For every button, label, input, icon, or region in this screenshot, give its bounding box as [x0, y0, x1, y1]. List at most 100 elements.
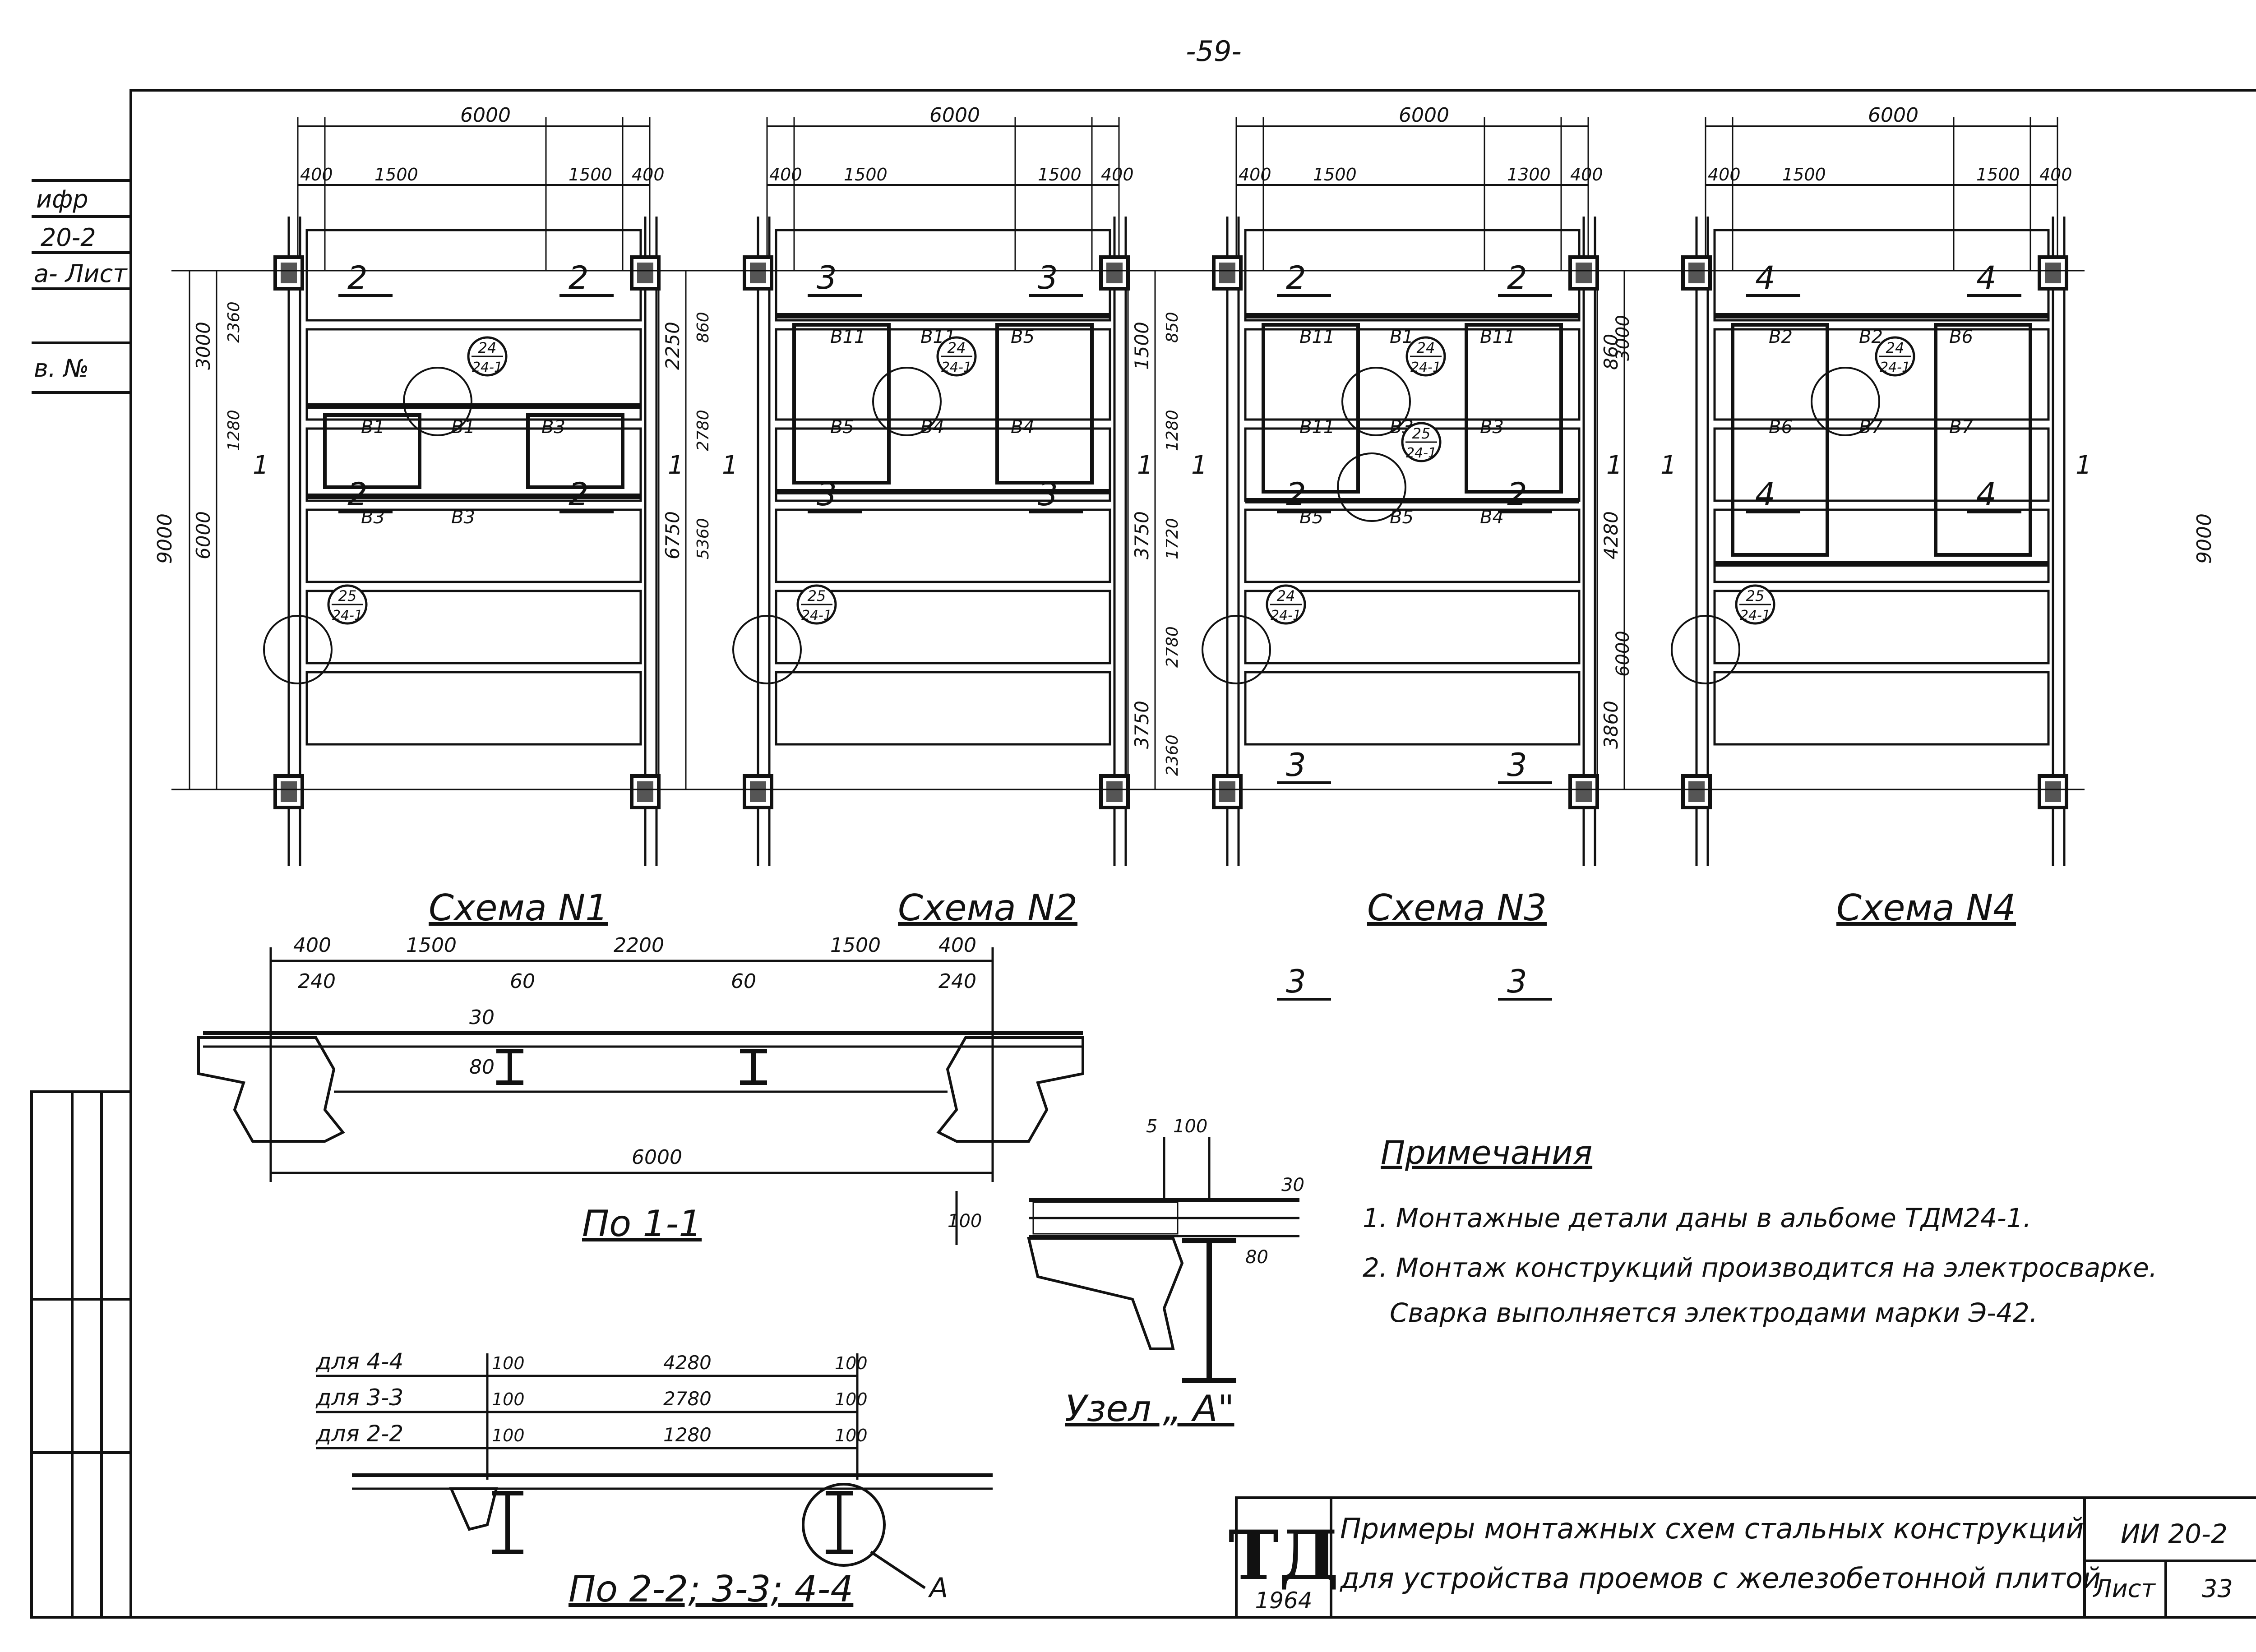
beam-label: B7: [1949, 417, 1973, 438]
node-a-dim-30: 30: [1281, 1175, 1304, 1195]
detail-circle: [872, 367, 942, 436]
beam-label: B11: [1299, 327, 1335, 347]
opening-left: [792, 323, 891, 485]
scheme-left-dim: 6750: [661, 511, 684, 559]
section-mark: 4: [1976, 476, 1997, 513]
plate-panel: [1244, 508, 1581, 583]
scheme-caption: Схема N1: [429, 887, 608, 929]
scheme-top-dim: 400: [1708, 165, 1741, 185]
beam-label: B4: [920, 417, 944, 438]
plate-panel: [775, 671, 1111, 746]
plate-panel: [305, 671, 642, 746]
beam-label: B11: [1299, 417, 1335, 438]
cut-mark-left: 1: [253, 451, 269, 480]
node-tag-top: 25: [338, 587, 357, 605]
plate-panel: [775, 508, 1111, 583]
scheme-left-dim: 3000: [192, 322, 214, 370]
title-line-1: Примеры монтажных схем стальных конструк…: [1340, 1512, 2084, 1545]
node-tag-bottom: 24-1: [1271, 608, 1301, 623]
s11-dim-240a: 240: [298, 970, 336, 993]
beam-label: B4: [1011, 417, 1035, 438]
opening-left: [323, 413, 421, 489]
scheme-top-total: 6000: [460, 104, 511, 127]
beam-label: B1: [361, 417, 385, 438]
section-mark: 4: [1976, 259, 1997, 296]
detail-circle: [732, 615, 802, 684]
section-mark: 2: [569, 259, 589, 296]
scheme-right-dim: 6000: [1613, 631, 1633, 677]
scheme-top-dim: 1500: [1782, 165, 1826, 185]
s22-row2-label: для 3-3: [315, 1384, 403, 1411]
title-code: ИИ 20-2: [2121, 1518, 2228, 1549]
node-a-dim-100b: 100: [948, 1211, 982, 1232]
title-sheet-number: 33: [2202, 1574, 2233, 1603]
scheme-top-dim: 400: [1101, 165, 1134, 185]
beam-label: B3: [451, 507, 475, 528]
beam-label: B1: [1390, 327, 1414, 347]
node-a-dim-5: 5: [1146, 1116, 1157, 1137]
beam-label: B11: [1480, 327, 1515, 347]
plate-panel: [1713, 328, 2050, 421]
column-block: [2038, 774, 2068, 809]
cut-mark-left: 1: [1660, 451, 1677, 480]
notes-title: Примечания: [1381, 1134, 1592, 1172]
scheme-top-dim: 1300: [1507, 165, 1551, 185]
opening-right: [1465, 323, 1563, 494]
scheme-left-inner: 2360: [225, 301, 243, 343]
section-mark: 2: [347, 259, 368, 296]
note-2: 2. Монтаж конструкций производится на эл…: [1363, 1252, 2157, 1283]
node-tag-bottom: 24-1: [1880, 360, 1910, 375]
scheme-left-dim: 2250: [661, 322, 684, 370]
opening-left: [1262, 323, 1360, 494]
scheme-top-dim: 1500: [1313, 165, 1357, 185]
scheme-right-dim: 3000: [1613, 315, 1633, 361]
plate-panel: [305, 590, 642, 664]
opening-left: [1731, 323, 1829, 557]
plate-panel: [1244, 590, 1581, 664]
cut-mark-left: 1: [722, 451, 738, 480]
note-3: Сварка выполняется электродами марки Э-4…: [1390, 1297, 2038, 1328]
scheme-left-inner: 1280: [1163, 410, 1182, 451]
node-tag-bottom: 24-1: [1406, 445, 1437, 461]
s11-dim-2200: 2200: [614, 934, 664, 957]
scheme-left-inner: 850: [1163, 312, 1182, 343]
sheet-frame: [129, 89, 2256, 1619]
node-tag-bottom: 24-1: [941, 360, 972, 375]
s11-dim-60b: 60: [731, 970, 756, 993]
stamp-text-4: в. №: [34, 354, 89, 383]
detail-circle: [1811, 367, 1880, 436]
cut-mark-right: 1: [1606, 451, 1623, 480]
left-stamp-grid: [30, 1090, 132, 1619]
section-2-2-caption: По 2-2; 3-3; 4-4: [569, 1568, 853, 1610]
section-1-1: [197, 947, 1084, 1182]
node-tag-top: 25: [808, 587, 826, 605]
s11-dim-240b: 240: [938, 970, 976, 993]
cut-mark-left: 1: [1191, 451, 1207, 480]
scheme-top-total: 6000: [929, 104, 980, 127]
beam-label: B5: [830, 417, 854, 438]
stamp-text-1: ифр: [36, 185, 88, 213]
node-tag-bottom: 24-1: [472, 360, 503, 375]
beam-label: B3: [541, 417, 565, 438]
beam-label: B4: [1480, 507, 1504, 528]
scheme-top-dim: 1500: [844, 165, 888, 185]
scheme-left-dim: 6000: [192, 511, 214, 559]
beam-label: B7: [1859, 417, 1883, 438]
cut-mark-right: 1: [1137, 451, 1153, 480]
scheme-left-inner: 1280: [225, 410, 243, 451]
section-mark: 2: [1507, 476, 1527, 513]
s11-dim-1500a: 1500: [406, 934, 457, 957]
section-mark: 2: [569, 476, 589, 513]
scheme-top-dim: 1500: [374, 165, 418, 185]
cut-mark-right: 1: [668, 451, 684, 480]
scheme-left-dim: 3750: [1131, 511, 1153, 559]
section-mark: 2: [1507, 259, 1527, 296]
plate-panel: [775, 590, 1111, 664]
node-tag-top: 24: [1417, 339, 1435, 356]
s22-row3-mid: 1280: [663, 1424, 712, 1446]
